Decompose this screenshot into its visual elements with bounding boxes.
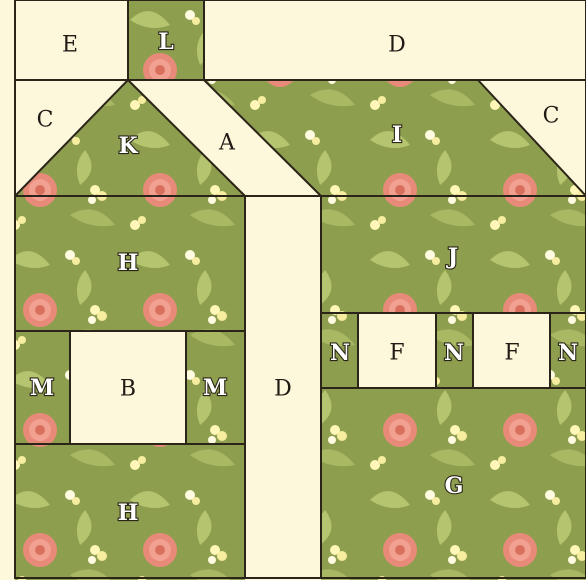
label-c-right: C xyxy=(543,104,560,129)
label-d-vertical: D xyxy=(274,377,292,402)
label-a: A xyxy=(218,131,236,156)
label-f-1: F xyxy=(389,341,404,366)
label-j: J xyxy=(446,244,458,270)
label-m-left: M xyxy=(30,375,54,401)
label-m-right: M xyxy=(203,375,227,401)
label-e: E xyxy=(62,33,78,58)
label-h-top: H xyxy=(118,250,139,276)
label-l: L xyxy=(158,29,173,55)
label-n-1: N xyxy=(330,340,350,366)
label-i: I xyxy=(392,122,402,148)
label-d-top: D xyxy=(388,33,406,58)
label-h-bottom: H xyxy=(118,500,139,526)
label-n-2: N xyxy=(444,340,464,366)
label-n-3: N xyxy=(558,340,578,366)
label-g: G xyxy=(445,473,464,499)
label-k: K xyxy=(118,133,138,159)
label-c-left: C xyxy=(37,108,54,133)
label-b: B xyxy=(120,377,136,402)
label-f-2: F xyxy=(504,341,519,366)
